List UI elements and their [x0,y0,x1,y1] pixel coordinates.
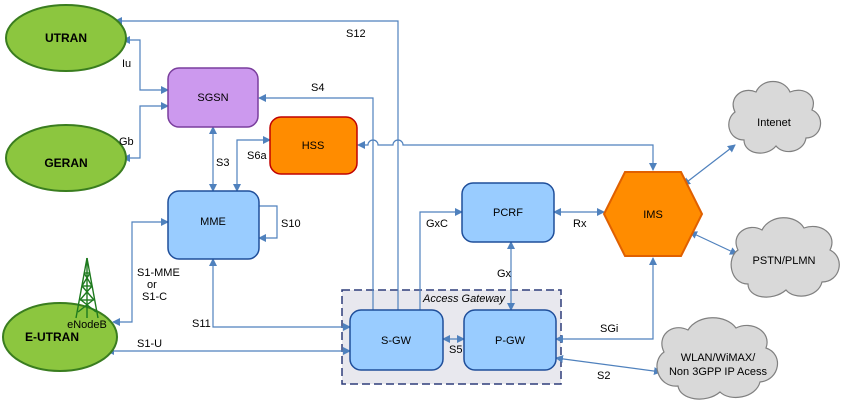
pstn-label: PSTN/PLMN [753,255,816,267]
gx-label: Gx [497,268,512,280]
pstn-cloud [730,217,840,298]
link-hss-ims [357,139,657,171]
geran-node [5,124,127,192]
link-sgi [555,257,657,343]
iu-label: Iu [122,58,131,70]
mme-label: MME [200,216,226,228]
pgw-label: P-GW [495,335,526,347]
link-s11 [209,258,351,331]
s12-label: S12 [346,28,366,40]
utran-label: UTRAN [45,31,87,45]
utran-node [5,4,127,72]
eutran-node [2,302,118,372]
ims-label: IMS [643,209,663,221]
rx-label: Rx [573,218,587,230]
s1mme-label-line1: S1-MME [137,267,180,279]
sgi-label: SGi [600,323,618,335]
link-s4 [258,94,377,319]
link-gb [122,102,169,162]
s10-label: S10 [281,218,301,230]
link-s2 [555,354,662,376]
wlan-cloud [656,317,779,400]
link-gxc [416,208,463,319]
wlan-label-line1: WLAN/WiMAX/ [681,352,757,364]
sgw-node [349,309,444,371]
link-s1mme [112,218,169,326]
access-gateway-label: Access Gateway [422,293,506,305]
link-iu [122,36,169,94]
pcrf-label: PCRF [493,207,523,219]
link-s10 [258,205,278,242]
gb-label: Gb [119,136,134,148]
s3-label: S3 [216,157,229,169]
internet-label: Intenet [757,117,791,129]
enodeb-label: eNodeB [67,319,107,331]
s6a-label: S6a [247,150,267,162]
geran-label: GERAN [44,156,87,170]
s1mme-label-line3: S1-C [142,291,167,303]
link-s6a [233,136,271,192]
s5-label: S5 [449,344,462,356]
internet-cloud [728,80,822,154]
wlan-label-line2: Non 3GPP IP Acess [669,366,768,378]
sgsn-label: SGSN [197,92,228,104]
link-ims-pstn [689,231,738,255]
s1mme-label-line2: or [147,279,157,291]
gxc-label: GxC [426,218,448,230]
link-ims-internet [682,144,736,186]
s1u-label: S1-U [137,338,162,350]
mme-node [167,190,260,260]
eutran-label: E-UTRAN [25,330,79,344]
pcrf-node [461,182,555,243]
hss-node [269,116,358,175]
sgw-label: S-GW [381,335,412,347]
s2-label: S2 [597,370,610,382]
sgsn-node [167,67,259,128]
hss-label: HSS [302,140,325,152]
s4-label: S4 [311,82,324,94]
pgw-node [463,309,557,371]
enodeb-tower-icon [75,257,99,319]
ims-node [602,171,704,257]
s11-label: S11 [192,318,211,330]
link-s12 [114,17,402,319]
